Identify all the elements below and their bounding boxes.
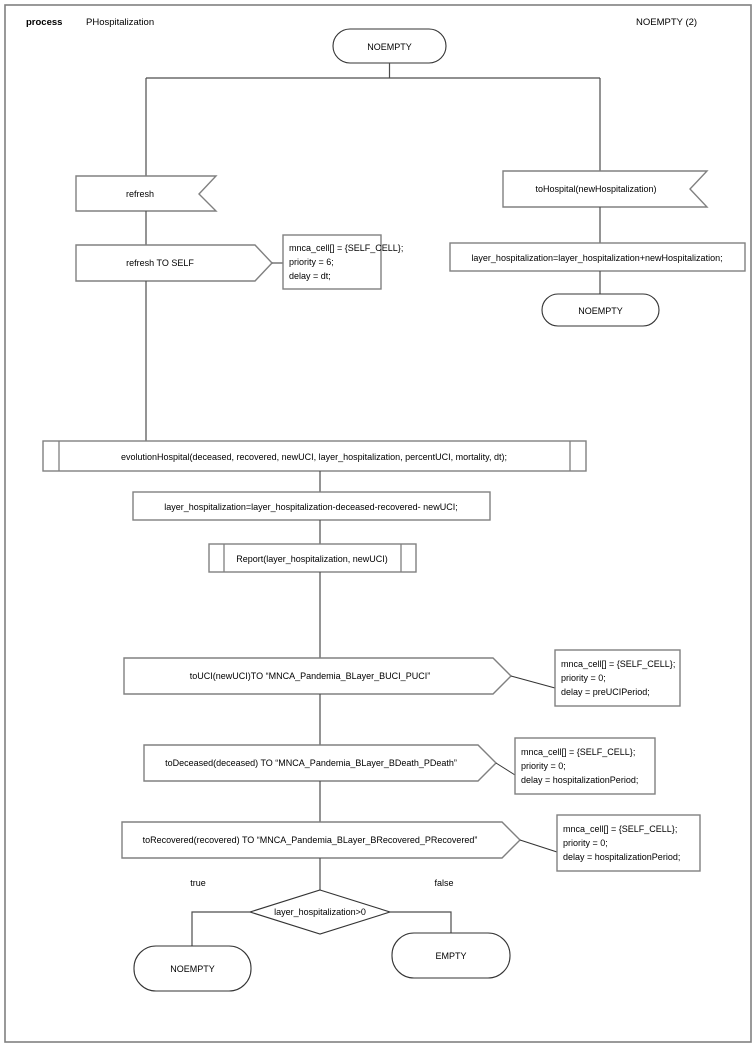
task-add-hospitalization-label: layer_hospitalization=layer_hospitalizat… — [471, 253, 722, 263]
header-keyword: process — [26, 17, 62, 28]
proc-report-label: Report(layer_hospitalization, newUCI) — [236, 554, 388, 564]
output-to-recovered-label: toRecovered(recovered) TO “MNCA_Pandemia… — [143, 835, 478, 845]
input-refresh-label: refresh — [126, 189, 154, 199]
output-to-deceased-shape — [143, 744, 497, 782]
note-refresh-self-line2: priority = 6; — [289, 257, 334, 267]
start-state-label: NOEMPTY — [367, 42, 412, 52]
connector-true-branch — [191, 911, 250, 946]
node-state-true[interactable]: NOEMPTY — [133, 945, 252, 992]
note-to-uci-box — [554, 649, 681, 707]
connector-false-branch — [390, 911, 452, 933]
state-false-shape — [391, 932, 511, 979]
note-refresh-self-line1: mnca_cell[] = {SELF_CELL}; — [289, 243, 403, 253]
state-false-label: EMPTY — [435, 951, 466, 961]
decision-label: layer_hospitalization>0 — [274, 907, 366, 917]
output-to-deceased-label: toDeceased(deceased) TO “MNCA_Pandemia_B… — [165, 758, 457, 768]
node-input-refresh[interactable]: refresh — [75, 175, 218, 212]
note-refresh-self: mnca_cell[] = {SELF_CELL}; priority = 6;… — [282, 234, 403, 290]
input-to-hospital-shape — [502, 170, 709, 208]
note-to-deceased-line3: delay = hospitalizationPeriod; — [521, 775, 638, 785]
connector-note-to-uci — [510, 675, 556, 689]
note-to-deceased-box — [514, 737, 656, 795]
task-add-hospitalization-shape — [449, 242, 746, 272]
branch-label-false: false — [434, 878, 453, 888]
proc-evolution-shape — [42, 440, 587, 472]
node-output-to-recovered[interactable]: toRecovered(recovered) TO “MNCA_Pandemia… — [121, 821, 521, 859]
note-to-uci-line3: delay = preUCIPeriod; — [561, 687, 650, 697]
proc-evolution-label: evolutionHospital(deceased, recovered, n… — [121, 452, 507, 462]
input-refresh-shape — [75, 175, 218, 212]
header-corner-label: NOEMPTY (2) — [636, 17, 697, 28]
state-after-hospital-shape — [541, 293, 660, 327]
note-to-uci-line1: mnca_cell[] = {SELF_CELL}; — [561, 659, 675, 669]
node-task-add-hospitalization[interactable]: layer_hospitalization=layer_hospitalizat… — [449, 242, 746, 272]
input-to-hospital-label: toHospital(newHospitalization) — [535, 184, 656, 194]
state-true-label: NOEMPTY — [170, 964, 215, 974]
note-to-deceased: mnca_cell[] = {SELF_CELL}; priority = 0;… — [514, 737, 656, 795]
output-refresh-self-label: refresh TO SELF — [126, 258, 194, 268]
note-to-recovered-line3: delay = hospitalizationPeriod; — [563, 852, 680, 862]
decision-shape — [248, 889, 392, 935]
note-to-recovered-line1: mnca_cell[] = {SELF_CELL}; — [563, 824, 677, 834]
page-frame — [4, 4, 752, 1043]
node-input-to-hospital[interactable]: toHospital(newHospitalization) — [502, 170, 709, 208]
output-to-recovered-shape — [121, 821, 521, 859]
proc-report-shape — [208, 543, 417, 573]
branch-label-true: true — [190, 878, 206, 888]
connector-note-to-recovered — [519, 839, 558, 853]
note-to-recovered-box — [556, 814, 701, 872]
node-state-false[interactable]: EMPTY — [391, 932, 511, 979]
note-refresh-self-box — [282, 234, 382, 290]
note-to-deceased-line2: priority = 0; — [521, 761, 566, 771]
task-subtract-shape — [132, 491, 491, 521]
note-to-recovered: mnca_cell[] = {SELF_CELL}; priority = 0;… — [556, 814, 701, 872]
node-state-after-hospital[interactable]: NOEMPTY — [541, 293, 660, 327]
node-proc-report[interactable]: Report(layer_hospitalization, newUCI) — [208, 543, 417, 573]
output-to-uci-label: toUCI(newUCI)TO “MNCA_Pandemia_BLayer_BU… — [190, 671, 430, 681]
note-to-uci-line2: priority = 0; — [561, 673, 606, 683]
connector-note-to-deceased — [495, 762, 516, 776]
node-proc-evolution[interactable]: evolutionHospital(deceased, recovered, n… — [42, 440, 587, 472]
node-output-to-deceased[interactable]: toDeceased(deceased) TO “MNCA_Pandemia_B… — [143, 744, 497, 782]
note-refresh-self-line3: delay = dt; — [289, 271, 331, 281]
note-to-deceased-line1: mnca_cell[] = {SELF_CELL}; — [521, 747, 635, 757]
state-after-hospital-label: NOEMPTY — [578, 306, 623, 316]
output-to-uci-shape — [123, 657, 512, 695]
note-to-uci: mnca_cell[] = {SELF_CELL}; priority = 0;… — [554, 649, 681, 707]
output-refresh-self-shape — [75, 244, 273, 282]
node-output-to-uci[interactable]: toUCI(newUCI)TO “MNCA_Pandemia_BLayer_BU… — [123, 657, 512, 695]
node-decision[interactable]: layer_hospitalization>0 — [248, 889, 392, 935]
header-process-name: PHospitalization — [86, 17, 154, 28]
task-subtract-label: layer_hospitalization=layer_hospitalizat… — [164, 502, 457, 512]
node-output-refresh-self[interactable]: refresh TO SELF — [75, 244, 273, 282]
note-to-recovered-line2: priority = 0; — [563, 838, 608, 848]
node-task-subtract[interactable]: layer_hospitalization=layer_hospitalizat… — [132, 491, 491, 521]
state-true-shape — [133, 945, 252, 992]
